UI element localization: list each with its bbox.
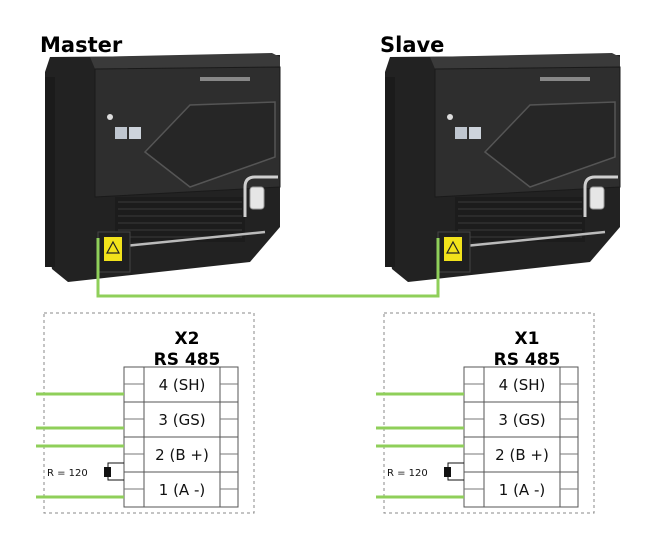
right-bus-label: RS 485 [494, 350, 561, 370]
right-terminal-1: 1 (A -) [499, 481, 545, 499]
right-wires [376, 392, 464, 499]
left-wires [36, 392, 124, 499]
right-terminal-2: 2 (B +) [495, 446, 549, 464]
right-connector-label: X1 [515, 329, 540, 349]
right-terminal-block: X1 RS 485 4 (SH) 3 (GS) 2 (B +) 1 (A -) [376, 312, 595, 514]
bus-cable [96, 238, 440, 298]
right-resistor-label: R = 120 [387, 468, 428, 479]
right-terminal-4: 4 (SH) [499, 376, 546, 394]
left-connector-label: X2 [175, 329, 200, 349]
slave-unit-image [383, 51, 622, 284]
left-bus-label: RS 485 [154, 350, 221, 370]
left-terminal-block: X2 RS 485 4 (SH) 3 (GS) 2 (B +) 1 (A -) [36, 312, 255, 514]
right-terminal-3: 3 (GS) [498, 411, 545, 429]
slave-title: Slave [380, 33, 445, 57]
left-terminal-4: 4 (SH) [159, 376, 206, 394]
left-terminal-3: 3 (GS) [158, 411, 205, 429]
left-resistor-label: R = 120 [47, 468, 88, 479]
left-termination-resistor [104, 467, 111, 477]
right-termination-resistor [444, 467, 451, 477]
master-title: Master [40, 33, 123, 57]
left-terminal-2: 2 (B +) [155, 446, 209, 464]
master-unit-image [43, 51, 282, 284]
left-terminal-1: 1 (A -) [159, 481, 205, 499]
